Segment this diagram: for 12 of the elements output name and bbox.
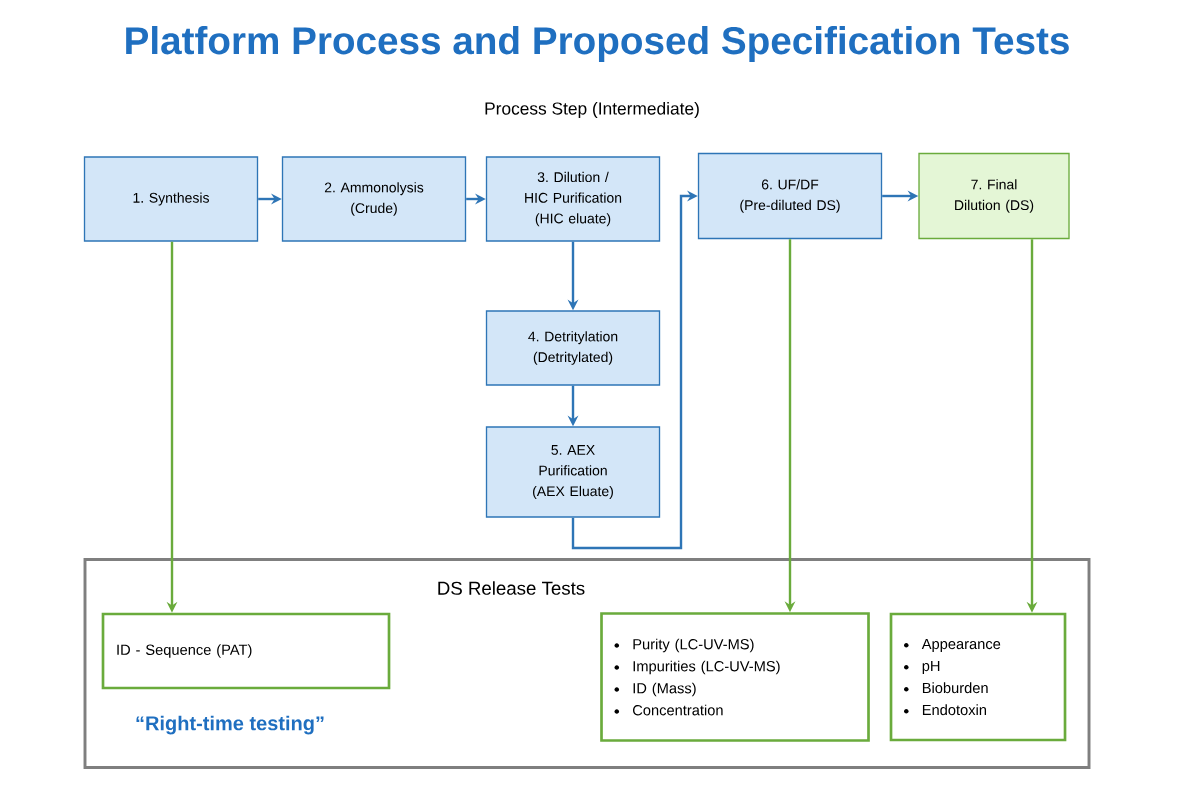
process-box: 4. Detritylation (Detritylated) bbox=[485, 310, 661, 386]
process-box: 6. UF/DF (Pre-diluted DS) bbox=[697, 152, 883, 240]
process-box: 1. Synthesis bbox=[83, 156, 259, 242]
title: Platform Process and Proposed Specification Tests bbox=[126, 26, 1069, 63]
test-list-box: Appearance pH Bioburden Endotoxin bbox=[889, 612, 1067, 742]
test-list-box: ID - Sequence (PAT) bbox=[101, 612, 391, 690]
process-box: 7. Final Dilution (DS) bbox=[918, 152, 1070, 240]
section-heading: Process Step (Intermediate) bbox=[485, 101, 699, 119]
process-box: 5. AEX Purification (AEX Eluate) bbox=[485, 426, 661, 518]
test-list-box: Purity (LC-UV-MS) Impurities (LC-UV-MS) ID (Mass) Concentration bbox=[600, 612, 870, 742]
process-box: 2. Ammonolysis (Crude) bbox=[281, 156, 467, 242]
process-box: 3. Dilution / HIC Purification (HIC eluate) bbox=[485, 156, 661, 242]
